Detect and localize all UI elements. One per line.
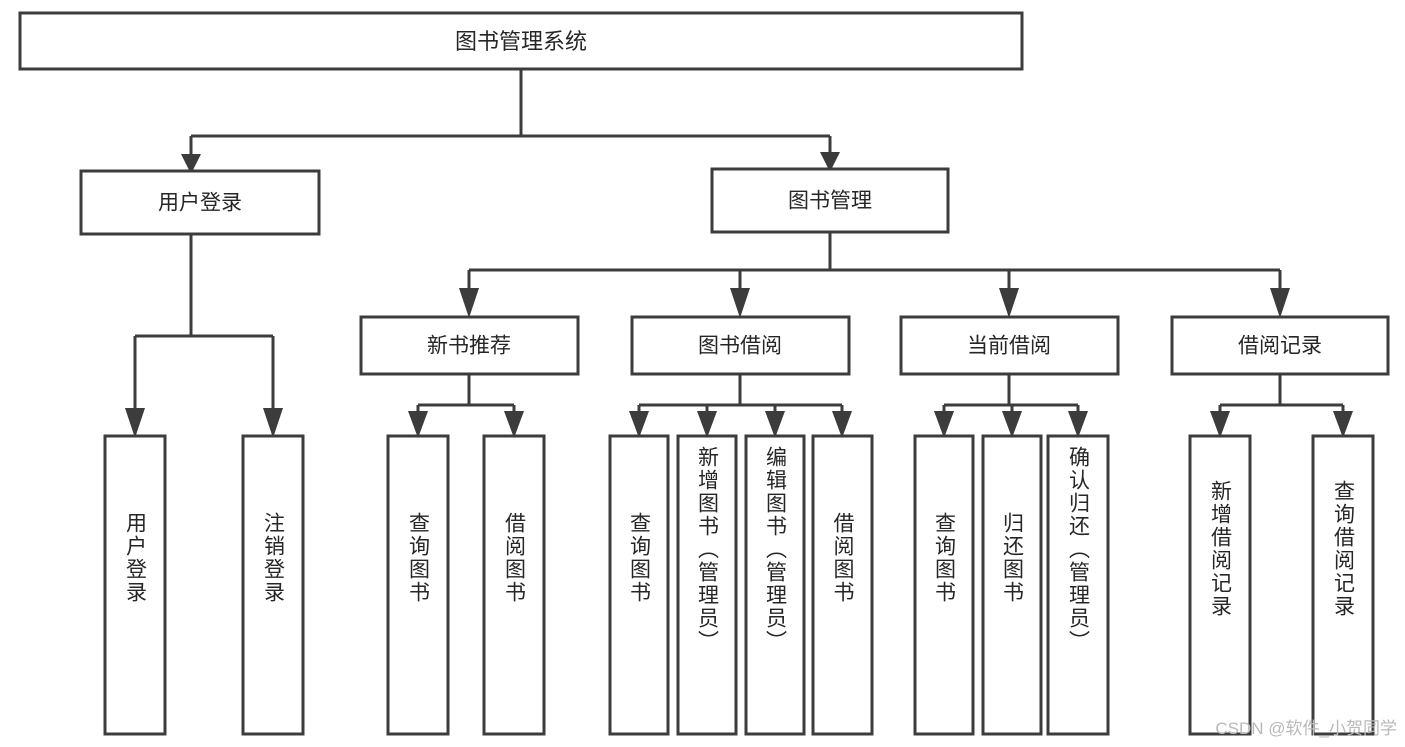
- node-leaf-confirm-return-label: 确认归还（管理员）: [1066, 446, 1090, 653]
- leaf-label-wrap-borrow-book-1: 借阅图书: [484, 436, 544, 734]
- leaf-label-wrap-query-book-1: 查询图书: [388, 436, 448, 734]
- arrow-head-leaf-borrow-book-2: [832, 411, 852, 438]
- node-leaf-logout-label: 注销登录: [261, 512, 285, 604]
- node-leaf-query-book-2[interactable]: [608, 434, 670, 736]
- arrow-head-leaf-query-book-1: [408, 411, 428, 438]
- node-book-borrow[interactable]: [630, 315, 851, 376]
- leaf-label-wrap-query-book-3: 查询图书: [915, 436, 973, 734]
- node-leaf-user-login[interactable]: [103, 434, 167, 736]
- arrow-head-leaf-borrow-book-1: [504, 411, 524, 438]
- edge-newbook-to-leaves: [416, 374, 516, 413]
- node-leaf-return-book[interactable]: [981, 434, 1043, 736]
- node-user-login-label: 用户登录: [158, 192, 242, 215]
- node-leaf-borrow-book-1-label: 借阅图书: [502, 512, 526, 604]
- node-root-label: 图书管理系统: [455, 29, 587, 54]
- node-new-book-recommend-label: 新书推荐: [427, 335, 511, 358]
- edge-borrowrecord-to-leaves: [1218, 374, 1345, 413]
- node-leaf-query-book-1[interactable]: [386, 434, 450, 736]
- leaf-label-wrap-confirm-return: 确认归还（管理员）: [1048, 436, 1108, 734]
- node-borrow-record[interactable]: [1170, 315, 1390, 376]
- leaf-label-wrap-query-book-2: 查询图书: [610, 436, 668, 734]
- arrow-head-leaf-query-record: [1333, 411, 1353, 438]
- leaf-label-wrap-return-book: 归还图书: [983, 436, 1041, 734]
- edge-bookmanage-to-level3: [467, 232, 1282, 290]
- node-leaf-query-book-3-label: 查询图书: [932, 512, 956, 604]
- node-leaf-add-book-label: 新增图书（管理员）: [695, 446, 719, 653]
- arrow-head-leaf-add-record: [1210, 411, 1230, 438]
- node-book-borrow-label: 图书借阅: [698, 335, 782, 358]
- connector-layer: [125, 69, 1353, 438]
- node-leaf-query-book-2-label: 查询图书: [627, 512, 651, 604]
- node-layer: 图书管理系统 用户登录 图书管理 新书推荐 图书借阅 当前借阅 借阅记录: [18, 11, 1390, 736]
- arrow-head-new-book-rec: [459, 288, 479, 318]
- node-leaf-borrow-book-2-label: 借阅图书: [831, 512, 854, 604]
- node-leaf-user-login-label: 用户登录: [123, 512, 147, 604]
- node-leaf-edit-book[interactable]: [744, 434, 806, 736]
- node-user-login[interactable]: [79, 169, 321, 236]
- node-leaf-query-book-3[interactable]: [913, 434, 975, 736]
- node-leaf-query-record[interactable]: [1311, 434, 1375, 736]
- node-leaf-return-book-label: 归还图书: [1000, 512, 1024, 604]
- leaf-label-wrap-borrow-book-2: 借阅图书: [813, 436, 872, 734]
- node-leaf-edit-book-label: 编辑图书（管理员）: [763, 446, 787, 653]
- edge-userlogin-to-leaves: [133, 234, 275, 410]
- node-new-book-recommend[interactable]: [359, 315, 580, 376]
- node-leaf-query-book-1-label: 查询图书: [406, 512, 430, 604]
- leaf-label-wrap-add-book: 新增图书（管理员）: [678, 436, 736, 734]
- arrow-head-book-borrow: [730, 288, 750, 318]
- edge-currentborrow-to-leaves: [942, 374, 1080, 413]
- node-leaf-add-record[interactable]: [1188, 434, 1252, 736]
- node-book-manage-label: 图书管理: [788, 190, 872, 213]
- leaf-label-wrap-user-login: 用户登录: [105, 436, 165, 734]
- node-leaf-query-record-label: 查询借阅记录: [1331, 480, 1355, 618]
- arrow-head-book-manage: [820, 152, 840, 172]
- arrow-head-user-login: [181, 154, 201, 174]
- node-leaf-borrow-book-1[interactable]: [482, 434, 546, 736]
- arrow-head-leaf-return-book: [1002, 411, 1022, 438]
- node-leaf-add-book[interactable]: [676, 434, 738, 736]
- csdn-watermark: CSDN @软件_小贺同学: [1215, 719, 1397, 738]
- node-current-borrow[interactable]: [899, 315, 1120, 376]
- arrow-head-leaf-user-login: [125, 408, 145, 438]
- node-book-manage[interactable]: [710, 167, 950, 234]
- edge-bookborrow-to-leaves: [637, 374, 844, 413]
- leaf-label-wrap-add-record: 新增借阅记录: [1190, 436, 1250, 734]
- node-root[interactable]: [18, 11, 1024, 71]
- arrow-head-leaf-add-book: [697, 411, 717, 438]
- arrow-head-leaf-edit-book: [765, 411, 785, 438]
- arrow-head-leaf-logout: [263, 408, 283, 438]
- node-borrow-record-label: 借阅记录: [1238, 335, 1322, 358]
- node-leaf-logout[interactable]: [241, 434, 305, 736]
- node-leaf-confirm-return[interactable]: [1046, 434, 1110, 736]
- node-current-borrow-label: 当前借阅: [967, 335, 1051, 358]
- leaf-label-wrap-logout: 注销登录: [243, 436, 303, 734]
- arrow-head-leaf-confirm-return: [1068, 411, 1088, 438]
- leaf-label-wrap-query-record: 查询借阅记录: [1313, 436, 1373, 734]
- edge-root-to-level2: [189, 69, 832, 156]
- arrow-head-leaf-query-book-2: [629, 411, 649, 438]
- leaf-label-wrap-edit-book: 编辑图书（管理员）: [746, 436, 804, 734]
- arrow-head-leaf-query-book-3: [934, 411, 954, 438]
- node-leaf-borrow-book-2[interactable]: [811, 434, 874, 736]
- node-leaf-add-record-label: 新增借阅记录: [1208, 480, 1232, 618]
- arrow-head-borrow-record: [1270, 288, 1290, 318]
- arrow-head-current-borrow: [999, 288, 1019, 318]
